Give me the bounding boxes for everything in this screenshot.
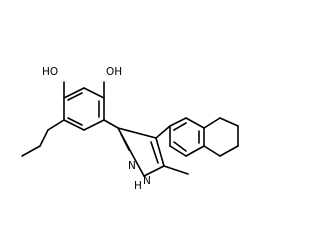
bond: [21, 145, 41, 157]
bond: [219, 117, 239, 127]
bond: [47, 119, 65, 131]
chemical-structure-canvas: HO OH N H N: [21, 66, 239, 192]
bond: [203, 117, 221, 129]
bond: [185, 117, 205, 129]
bond: [163, 165, 189, 175]
hydroxyl-label-right: OH: [106, 66, 122, 78]
hydroxyl-label-left: HO: [42, 66, 58, 78]
bond: [103, 119, 119, 129]
bond: [83, 119, 105, 131]
bond: [120, 133, 130, 151]
molecule-drawing: HO OH N H N: [21, 66, 239, 192]
bond: [39, 129, 49, 147]
bond: [173, 122, 187, 131]
bond: [150, 141, 159, 164]
bond: [67, 117, 83, 126]
pyrazole-nh-h-label: H: [134, 180, 142, 192]
bond: [173, 141, 187, 152]
pyrazole-nh-n-label: N: [143, 175, 151, 187]
bond: [185, 145, 205, 157]
bond: [117, 127, 157, 139]
bond: [83, 87, 105, 99]
bond: [67, 92, 83, 101]
bond: [219, 145, 239, 157]
bond: [63, 119, 85, 131]
bond: [203, 145, 221, 157]
bond: [169, 145, 187, 157]
bond: [63, 87, 85, 99]
bond: [155, 137, 165, 167]
bond: [155, 125, 171, 139]
pyrazole-n-label: N: [128, 160, 136, 172]
bond-lines: [21, 81, 239, 177]
bond: [169, 117, 187, 127]
bond: [143, 165, 165, 177]
bond: [131, 153, 145, 177]
